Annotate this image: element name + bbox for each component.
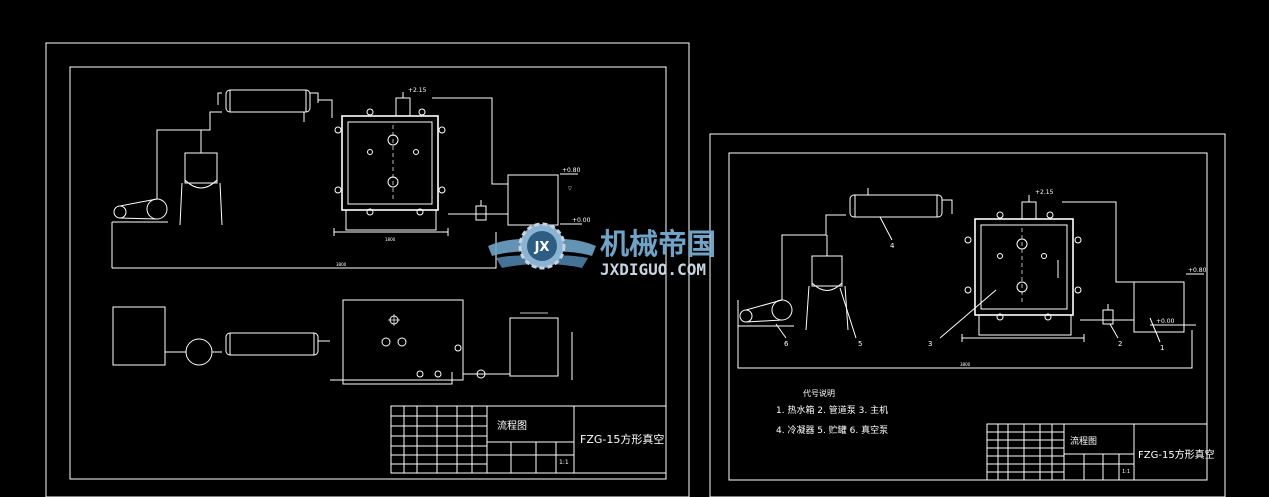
svg-text:+0.80: +0.80 (1188, 267, 1207, 274)
watermark-badge: JX (534, 240, 550, 255)
watermark-brand-name: 机械帝国 (600, 227, 716, 261)
svg-text:1: 1 (1160, 344, 1164, 352)
watermark-domain: JXDIGUO.COM (600, 260, 706, 279)
left-title-block: 流程图 FZG-15方形真空 1:1 (390, 405, 667, 474)
svg-text:+0.00: +0.00 (572, 217, 591, 224)
svg-text:6: 6 (784, 340, 789, 348)
chamber-plan (342, 299, 464, 381)
legend-row-2: 4. 冷凝器 5. 贮罐 6. 真空泵 (776, 424, 888, 436)
legend-title: 代号说明 (803, 388, 835, 398)
left-drawing-name: FZG-15方形真空 (580, 432, 664, 446)
svg-text:+2.15: +2.15 (408, 87, 427, 94)
left-sheet: +2.15 1800 +0.80 ▽ +0.00 (45, 42, 690, 497)
right-legend: 代号说明 1. 热水箱 2. 管道泵 3. 主机 4. 冷凝器 5. 贮罐 6.… (776, 388, 888, 436)
svg-text:+2.15: +2.15 (1035, 189, 1054, 196)
left-process-diagram-upper: +2.15 1800 +0.80 ▽ +0.00 (111, 87, 591, 269)
left-title-cell: 流程图 (497, 419, 527, 432)
condenser (217, 89, 333, 122)
svg-text:+0.80: +0.80 (562, 167, 581, 174)
receiver-tank: 5 (805, 235, 862, 348)
svg-text:▽: ▽ (568, 186, 572, 192)
svg-text:3800: 3800 (960, 362, 971, 367)
pipeline-pump (475, 200, 487, 221)
right-process-diagram: 6 5 4 (737, 188, 1207, 369)
legend-row-1: 1. 热水箱 2. 管道泵 3. 主机 (776, 404, 888, 416)
svg-text:2: 2 (1118, 340, 1122, 348)
vacuum-chamber: +2.15 3 (928, 189, 1085, 348)
right-sheet-inner-border (728, 152, 1208, 481)
right-sheet: 6 5 4 (709, 133, 1226, 497)
vacuum-pump (111, 198, 168, 268)
right-drawing-name: FZG-15方形真空 (1138, 448, 1215, 461)
tank-plan (509, 317, 559, 377)
right-title-cell: 流程图 (1070, 435, 1097, 447)
left-sheet-inner-border (69, 66, 667, 480)
right-sheet-outer-border (709, 133, 1226, 497)
left-layout-view-lower (112, 299, 573, 385)
condenser: 4 (849, 188, 953, 250)
hot-water-tank: +0.80 +0.00 1 (1133, 267, 1207, 352)
svg-text:+0.00: +0.00 (1156, 318, 1175, 325)
svg-text:1800: 1800 (385, 237, 396, 242)
watermark-logo: JX 机械帝国 JXDIGUO.COM (488, 222, 716, 279)
receiver-tank (179, 130, 223, 226)
left-scale-value: 1:1 (559, 459, 569, 466)
pipeline-pump: 2 (1102, 304, 1122, 348)
vacuum-pump-plan (112, 306, 166, 366)
left-sheet-outer-border (45, 42, 690, 497)
receiver-tank-plan (185, 338, 213, 366)
svg-text:5: 5 (858, 340, 862, 348)
hot-water-tank: +0.80 ▽ +0.00 (507, 167, 591, 226)
svg-text:3800: 3800 (336, 262, 347, 267)
right-title-block: 流程图 FZG-15方形真空 1:1 (986, 423, 1215, 481)
condenser-plan (225, 332, 319, 356)
svg-text:3: 3 (928, 340, 932, 348)
right-scale-value: 1:1 (1122, 469, 1130, 475)
vacuum-pump: 6 (738, 214, 846, 348)
vacuum-chamber: +2.15 1800 (333, 87, 449, 242)
svg-text:4: 4 (890, 242, 895, 250)
